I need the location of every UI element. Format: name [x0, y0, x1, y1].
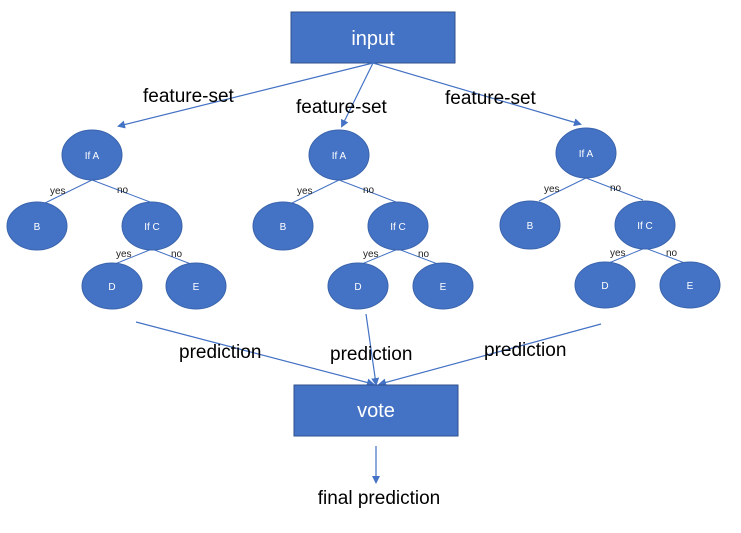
- tree-2-leaf-e-label: E: [440, 282, 447, 293]
- tree-2-root-label: If A: [332, 151, 347, 162]
- prediction-arrows: [135, 313, 602, 387]
- tree-2-root-node: [308, 129, 370, 181]
- tree-3-yes-label: yes: [544, 184, 560, 195]
- tree-1-root-label: If A: [85, 151, 100, 162]
- final-prediction-label: final prediction: [318, 488, 441, 509]
- tree-2-inner-label: If C: [390, 222, 406, 233]
- tree-1-yes-label: yes: [50, 186, 66, 197]
- tree-2-inner-yes-label: yes: [363, 249, 379, 260]
- tree-3-inner-no-label: no: [666, 248, 678, 259]
- tree-1-inner-node: [121, 201, 183, 251]
- decision-tree-2: If A B If C D E yes no yes no: [252, 129, 474, 310]
- tree-1-inner-label: If C: [144, 222, 160, 233]
- tree-2-leaf-d: [327, 262, 389, 310]
- arrow-input-to-tree-1: [117, 62, 374, 129]
- arrow-tree-2-to-vote: [365, 313, 380, 386]
- prediction-label-2: prediction: [330, 344, 412, 365]
- tree-3-inner-label: If C: [637, 221, 653, 232]
- tree-1-leaf-d: [81, 262, 143, 310]
- tree-2-inner-node: [367, 201, 429, 251]
- tree-1-leaf-b-label: B: [34, 222, 41, 233]
- vote-label: vote: [357, 400, 395, 422]
- tree-2-leaf-b-label: B: [280, 222, 287, 233]
- tree-3-root-label: If A: [579, 149, 594, 160]
- tree-1-leaf-e: [165, 262, 227, 310]
- feature-set-label-3: feature-set: [445, 88, 537, 109]
- tree-3-leaf-d: [574, 261, 636, 309]
- arrow-input-to-tree-3: [372, 62, 582, 127]
- tree-1-inner-no-label: no: [171, 249, 183, 260]
- tree-2-no-label: no: [363, 185, 375, 196]
- arrow-tree-1-to-vote: [135, 321, 375, 387]
- prediction-label-1: prediction: [179, 342, 261, 363]
- decision-tree-1: If A B If C D E yes no yes no: [6, 129, 227, 310]
- prediction-label-3: prediction: [484, 340, 566, 361]
- input-box: input: [290, 11, 456, 64]
- tree-1-root-node: [61, 129, 123, 181]
- tree-2-leaf-d-label: D: [354, 282, 361, 293]
- vote-box: vote: [293, 384, 459, 437]
- arrow-tree-3-to-vote: [378, 323, 602, 387]
- tree-3-leaf-d-label: D: [601, 281, 608, 292]
- tree-3-leaf-b: [499, 200, 561, 250]
- tree-3-no-label: no: [610, 183, 622, 194]
- input-label: input: [351, 28, 395, 50]
- tree-3-leaf-e-label: E: [687, 281, 694, 292]
- tree-3-leaf-b-label: B: [527, 221, 534, 232]
- feature-set-arrows: [117, 62, 582, 129]
- tree-2-leaf-e: [412, 262, 474, 310]
- tree-3-leaf-e: [659, 261, 721, 309]
- feature-set-label-1: feature-set: [143, 86, 235, 107]
- tree-2-yes-label: yes: [297, 186, 313, 197]
- tree-2-inner-no-label: no: [418, 249, 430, 260]
- tree-2-leaf-b: [252, 201, 314, 251]
- tree-1-leaf-b: [6, 201, 68, 251]
- tree-3-inner-yes-label: yes: [610, 248, 626, 259]
- arrow-input-to-tree-2: [341, 62, 374, 128]
- feature-set-label-2: feature-set: [296, 97, 388, 118]
- tree-3-inner-node: [614, 200, 676, 250]
- tree-1-leaf-d-label: D: [108, 282, 115, 293]
- tree-1-leaf-e-label: E: [193, 282, 200, 293]
- tree-1-no-label: no: [117, 185, 129, 196]
- tree-1-inner-yes-label: yes: [116, 249, 132, 260]
- decision-tree-3: If A B If C D E yes no yes no: [499, 127, 721, 309]
- tree-3-root-node: [555, 127, 617, 179]
